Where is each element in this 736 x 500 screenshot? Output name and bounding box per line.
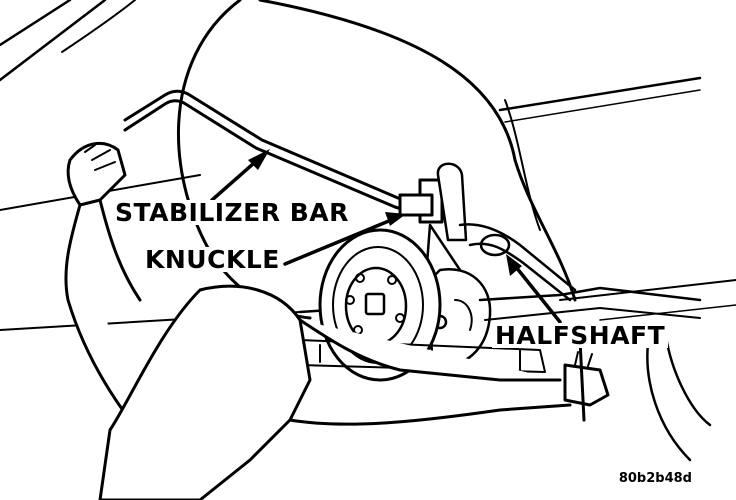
- knuckle-arrowhead: [385, 212, 406, 226]
- halfshaft-label: HALFSHAFT: [492, 323, 669, 348]
- stabilizer-bar-label: STABILIZER BAR: [112, 200, 352, 225]
- technician-figure: [64, 141, 610, 500]
- knuckle-arrow: [283, 216, 398, 266]
- knuckle-label: KNUCKLE: [142, 247, 283, 272]
- halfshaft-arrowhead: [506, 254, 522, 276]
- halfshaft-arrow: [510, 260, 562, 324]
- stabilizer-bar: [123, 89, 444, 224]
- vehicle-body: [0, 0, 736, 331]
- figure-id: 80b2b48d: [618, 471, 692, 486]
- halfshaft-linkage: [458, 223, 702, 321]
- stabilizer-arrowhead: [248, 149, 270, 170]
